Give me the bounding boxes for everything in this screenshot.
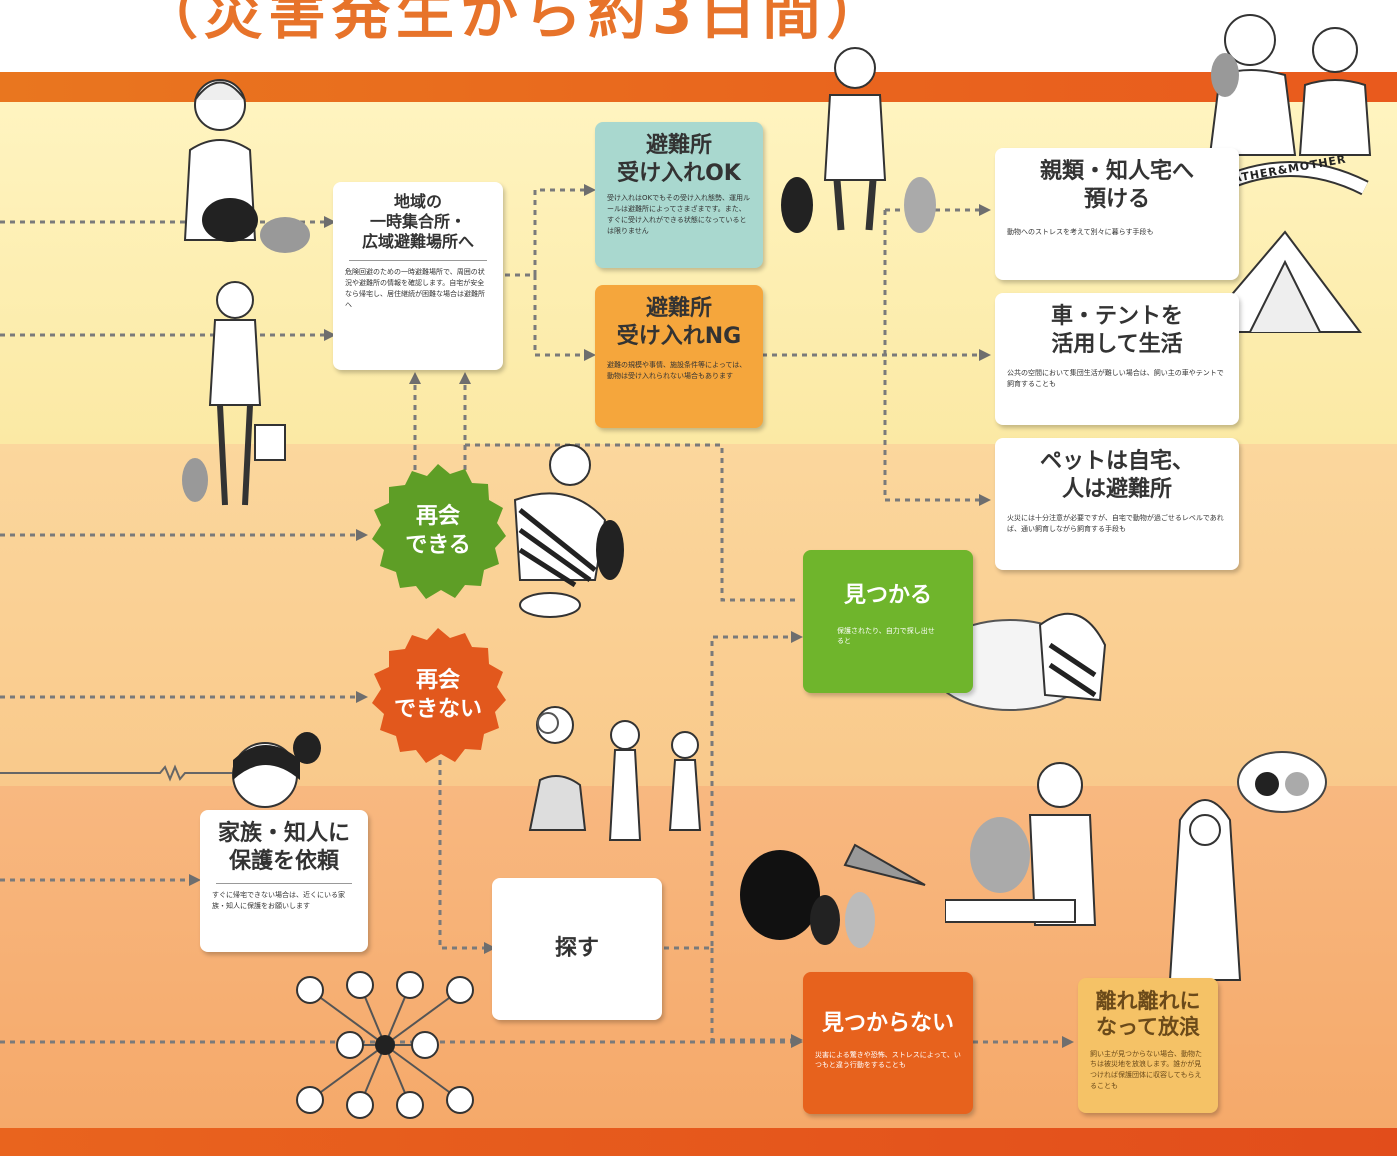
standing-woman-illustration bbox=[823, 47, 887, 231]
people-searching-illustration bbox=[528, 706, 702, 841]
parents-with-dog-illustration bbox=[1208, 14, 1372, 156]
no-reunite-label: 再会 できない bbox=[393, 668, 482, 722]
page-title-fragment: （災害発生から約3日間） bbox=[140, 0, 891, 47]
no-reunite-badge-shape bbox=[372, 628, 506, 763]
gather-divider bbox=[349, 260, 487, 261]
woman-hugging-cat-illustration bbox=[513, 444, 624, 618]
gather-description: 危険回避のための一時避難場所で、周囲の状況や避難所の情報を確認します。自宅が安全… bbox=[345, 268, 485, 309]
not-found-card: 見つからない 災害による驚きや恐怖、ストレスによって、いつもと違う行動をすること… bbox=[803, 972, 973, 1114]
woman-in-blanket-illustration bbox=[1168, 799, 1242, 981]
found-card: 見つかる 保護されたり、自力で探し出せると bbox=[803, 550, 973, 693]
separated-title: 離れ離れに なって放浪 bbox=[1095, 989, 1201, 1040]
family-card: 家族・知人に 保護を依頼 すぐに帰宅できない場合は、近くにいる家族・知人に保護を… bbox=[200, 810, 368, 952]
pet-home-card: ペットは自宅、 人は避難所 火災には十分注意が必要ですが、自宅で動物が過ごせるレ… bbox=[995, 438, 1239, 570]
family-title: 家族・知人に 保護を依頼 bbox=[217, 821, 350, 874]
tent-illustration bbox=[1197, 230, 1362, 333]
separated-card: 離れ離れに なって放浪 飼い主が見つからない場合、動物たちは被災地を放浪します。… bbox=[1078, 978, 1218, 1113]
shelter-ng-description: 避難の規模や事情、施設条件等によっては、動物は受け入れられない場合もあります bbox=[607, 361, 747, 380]
car-tent-description: 公共の空間において集団生活が難しい場合は、飼い主の車やテントで飼育することも bbox=[1007, 369, 1224, 388]
shelter-ok-card: 避難所 受け入れOK 受け入れはOKでもその受け入れ態勢、運用ルールは避難所によ… bbox=[595, 122, 763, 268]
gather-title: 地域の 一時集合所・ 広域避難場所へ bbox=[361, 192, 474, 251]
search-title: 探す bbox=[554, 936, 599, 962]
not-found-title: 見つからない bbox=[821, 1011, 954, 1036]
woman-on-phone-cat-illustration bbox=[232, 732, 321, 808]
relatives-card: 親類・知人宅へ 預ける 動物へのストレスを考えて別々に暮らす手段も bbox=[995, 148, 1239, 280]
woman-with-dog-and-carrier-illustration bbox=[182, 281, 286, 506]
not-found-description: 災害による驚きや恐怖、ストレスによって、いつもと違う行動をすることも bbox=[815, 1050, 961, 1070]
reunite-badge: 再会 できる bbox=[368, 462, 508, 602]
shelter-ng-title: 避難所 受け入れNG bbox=[616, 296, 742, 349]
header-strip bbox=[0, 0, 1397, 78]
search-card: 探す bbox=[492, 878, 662, 1020]
relatives-description: 動物へのストレスを考えて別々に暮らす手段も bbox=[1007, 228, 1154, 236]
friends-network-illustration bbox=[296, 971, 474, 1119]
thought-bubble-cat-dog-icon bbox=[1237, 751, 1327, 813]
pet-home-title: ペットは自宅、 人は避難所 bbox=[1039, 449, 1194, 502]
pet-home-description: 火災には十分注意が必要ですが、自宅で動物が過ごせるレベルであれば、通い飼育しなが… bbox=[1007, 514, 1224, 533]
gather-card: 地域の 一時集合所・ 広域避難場所へ 危険回避のための一時避難場所で、周囲の状況… bbox=[333, 182, 503, 370]
no-reunite-badge: 再会 できない bbox=[368, 626, 508, 766]
reunite-badge-shape bbox=[372, 464, 506, 599]
family-divider bbox=[216, 883, 352, 884]
vet-and-dog-illustration bbox=[945, 762, 1097, 926]
separated-description: 飼い主が見つからない場合、動物たちは被災地を放浪します。誰かが見つければ保護団体… bbox=[1090, 1049, 1202, 1091]
cats-with-umbrella-illustration bbox=[740, 843, 926, 948]
found-description: 保護されたり、自力で探し出せると bbox=[837, 626, 935, 646]
car-tent-card: 車・テントを 活用して生活 公共の空間において集団生活が難しい場合は、飼い主の車… bbox=[995, 293, 1239, 425]
woman-helmet-cats-illustration bbox=[183, 79, 310, 253]
found-title: 見つかる bbox=[843, 583, 932, 608]
relatives-title: 親類・知人宅へ 預ける bbox=[1039, 159, 1194, 212]
shelter-ok-description: 受け入れはOKでもその受け入れ態勢、運用ルールは避難所によってさまざまです。また… bbox=[607, 194, 750, 235]
cats-pair-illustration bbox=[781, 177, 936, 233]
shelter-ng-card: 避難所 受け入れNG 避難の規模や事情、施設条件等によっては、動物は受け入れられ… bbox=[595, 285, 763, 428]
reunite-label: 再会 できる bbox=[405, 504, 471, 558]
shelter-ok-title: 避難所 受け入れOK bbox=[617, 133, 741, 186]
bottom-orange-bar bbox=[0, 1128, 1397, 1156]
car-tent-title: 車・テントを 活用して生活 bbox=[1050, 304, 1183, 357]
family-description: すぐに帰宅できない場合は、近くにいる家族・知人に保護をお願いします bbox=[212, 891, 345, 910]
